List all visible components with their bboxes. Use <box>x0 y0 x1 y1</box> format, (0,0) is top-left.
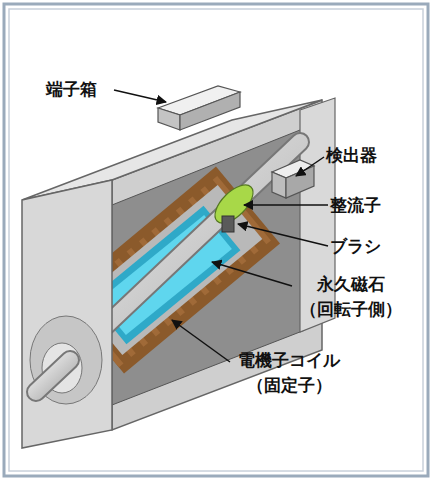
part-label: 検出器 <box>326 143 406 168</box>
part-label: 整流子 <box>330 193 410 218</box>
terminal-box-front <box>180 92 240 130</box>
front-end-plate <box>22 180 112 448</box>
brush <box>222 216 234 232</box>
inner-frame <box>9 9 423 471</box>
part-label: 端子箱 <box>46 77 118 102</box>
leader-line <box>296 157 324 176</box>
leader-line <box>212 262 292 286</box>
leader-line <box>244 204 328 206</box>
leader-line <box>114 90 166 102</box>
part-label: ブラシ <box>330 234 410 259</box>
detector-front <box>286 166 314 198</box>
leader-line <box>238 224 328 246</box>
end-bracket <box>300 98 335 332</box>
outer-frame <box>4 4 428 476</box>
part-label: 電機子コイル （固定子） <box>226 348 352 397</box>
terminal-box-side <box>158 108 180 130</box>
detector-side <box>272 172 286 198</box>
leader-line <box>172 320 230 362</box>
part-label: 永久磁石 （回転子側） <box>292 272 410 321</box>
end-plate-boss <box>30 316 102 404</box>
shaft-end-outline <box>36 360 70 392</box>
shaft-end <box>36 360 70 392</box>
